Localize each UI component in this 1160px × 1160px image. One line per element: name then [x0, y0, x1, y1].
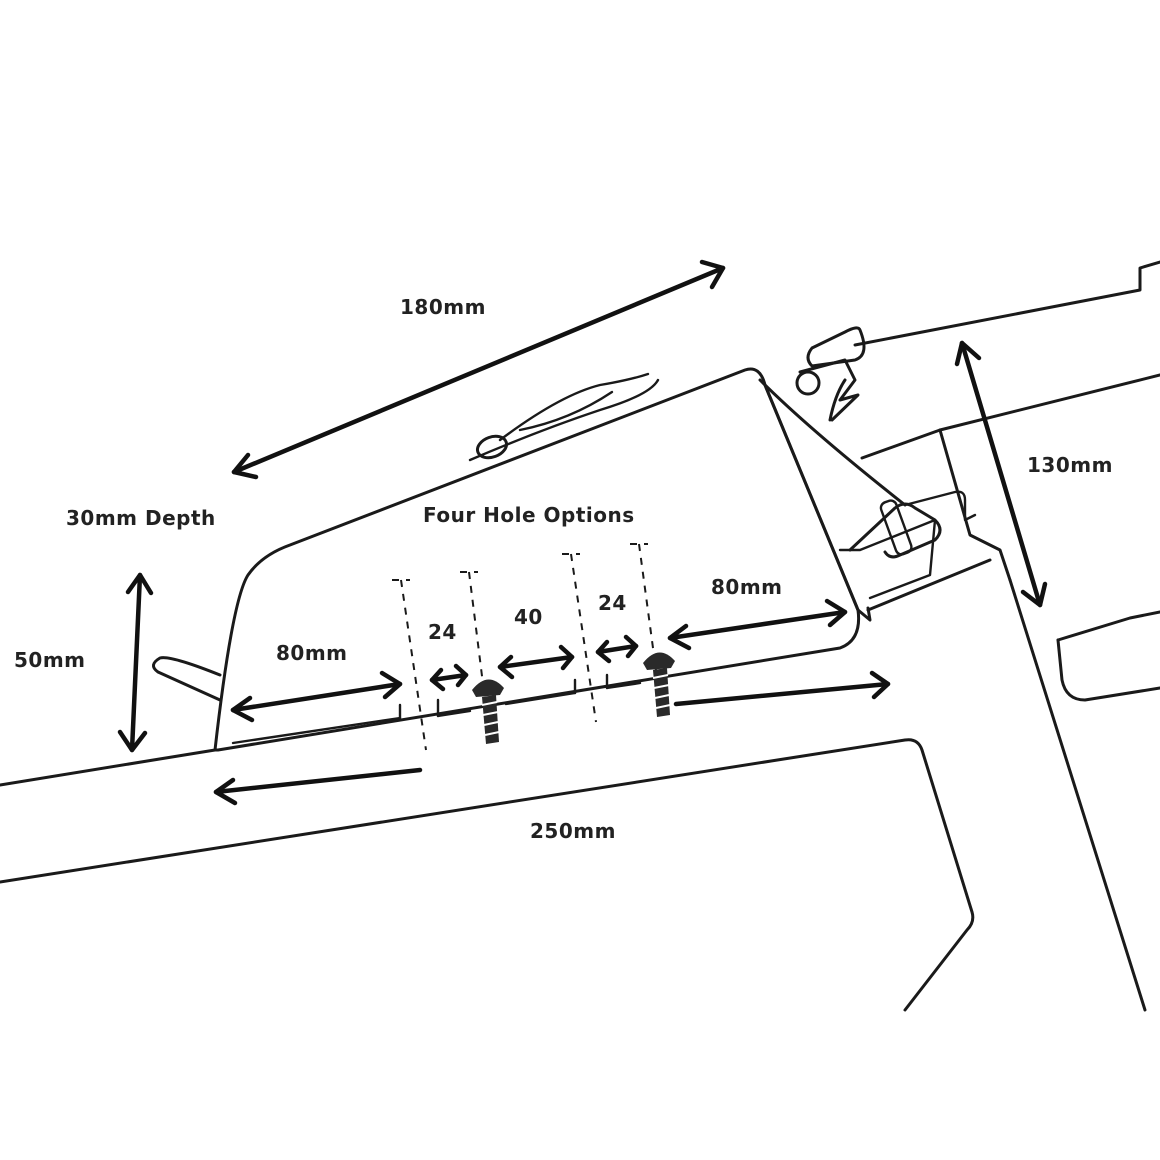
frame-bag: [152, 367, 977, 752]
arrow-80-right: [667, 598, 848, 651]
screw-left: [472, 679, 504, 744]
arrow-80-left: [230, 670, 403, 723]
bike-top-tube: [0, 738, 975, 1012]
screw-right: [643, 652, 675, 717]
length-250-label: 250mm: [530, 819, 616, 843]
arrow-180: [231, 259, 726, 480]
bike-spacer: [1056, 610, 1160, 702]
hole-options-label: Four Hole Options: [423, 503, 635, 527]
height-130-label: 130mm: [1027, 453, 1113, 477]
arrow-130: [954, 340, 1048, 608]
arrow-250: [213, 767, 423, 806]
right-80-label: 80mm: [711, 575, 783, 599]
bike-head-tube: [860, 373, 1160, 1012]
left-80-label: 80mm: [276, 641, 348, 665]
arrow-24-left: [429, 663, 469, 692]
depth-label: 30mm Depth: [66, 506, 216, 530]
bike-stem: [795, 260, 1160, 422]
length-180-label: 180mm: [400, 295, 486, 319]
arrow-50: [117, 572, 154, 753]
spacing-24-right-label: 24: [598, 591, 627, 615]
arrow-40: [497, 644, 575, 680]
height-50-label: 50mm: [14, 648, 86, 672]
arrow-250-top: [673, 670, 891, 707]
spacing-40-label: 40: [514, 605, 543, 629]
arrow-24-right: [595, 634, 639, 664]
spacing-24-left-label: 24: [428, 620, 457, 644]
